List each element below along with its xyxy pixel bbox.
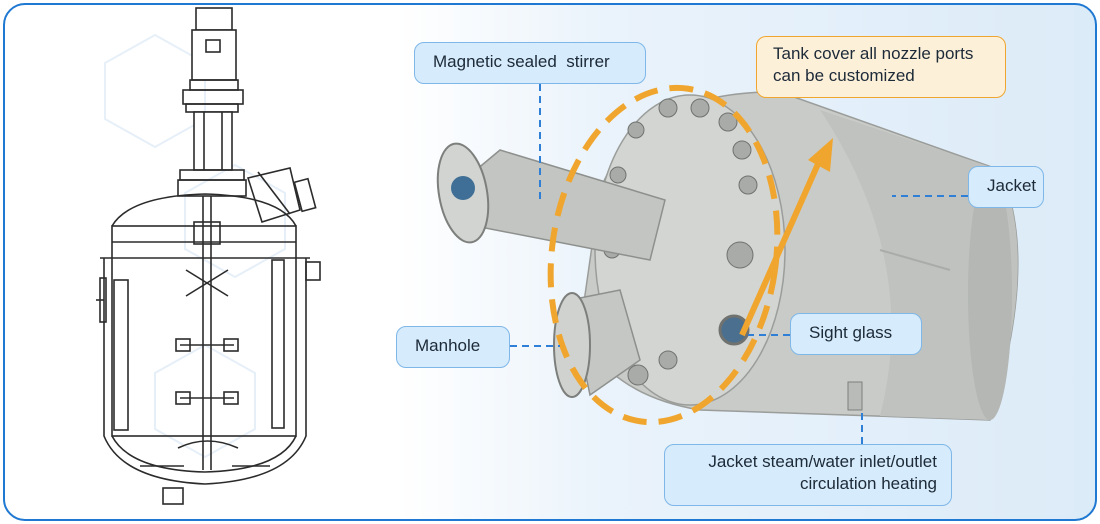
label-jacket-inlet-outlet: Jacket steam/water inlet/outlet circulat… [664, 444, 952, 506]
label-manhole: Manhole [396, 326, 510, 368]
label-jacket-inlet-outlet-line1: Jacket steam/water inlet/outlet [708, 452, 937, 471]
label-sight-glass: Sight glass [790, 313, 922, 355]
label-magnetic-sealed-stirrer: Magnetic sealed stirrer [414, 42, 646, 84]
label-nozzle-ports-line1: Tank cover all nozzle ports [773, 44, 974, 63]
label-magnetic-sealed-stirrer-text: Magnetic sealed stirrer [433, 52, 610, 71]
label-sight-glass-text: Sight glass [809, 323, 893, 342]
label-jacket-text: Jacket [987, 176, 1037, 195]
label-jacket-inlet-outlet-line2: circulation heating [799, 474, 937, 493]
reactor-line-drawing [96, 7, 321, 505]
reactor-tank-photo [436, 84, 1019, 426]
label-manhole-text: Manhole [415, 336, 481, 355]
label-nozzle-ports-line2: can be customized [773, 66, 915, 85]
label-nozzle-ports: Tank cover all nozzle ports can be custo… [756, 36, 1006, 98]
leader-lines [510, 84, 968, 444]
label-jacket: Jacket [968, 166, 1044, 208]
